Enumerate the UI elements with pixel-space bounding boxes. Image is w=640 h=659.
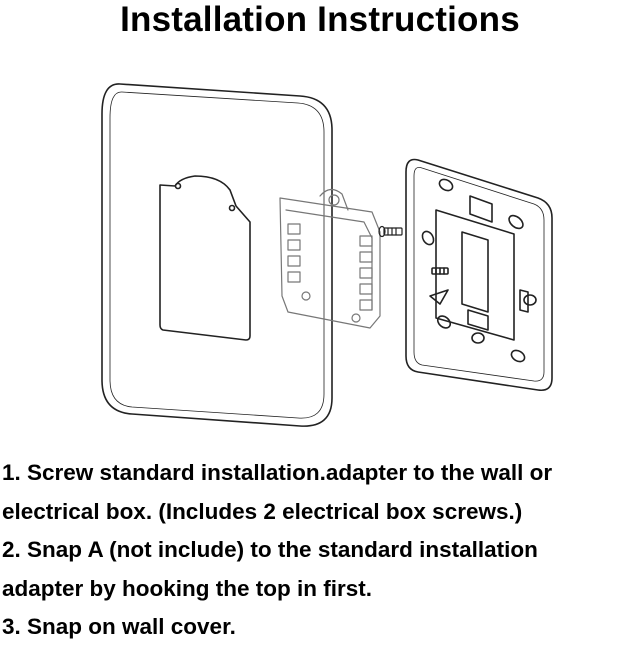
thermostat-module: [279, 188, 381, 329]
wall-cover: [101, 83, 333, 427]
installation-adapter: [405, 158, 553, 392]
step-line: 3. Snap on wall cover.: [2, 614, 236, 639]
step-line: 2. Snap A (not include) to the standard …: [2, 537, 538, 562]
terminal-block-left: [287, 223, 301, 283]
terminal-block-right: [359, 235, 373, 311]
page-title: Installation Instructions: [120, 0, 520, 39]
screw-icon: [378, 225, 403, 238]
instruction-steps: 1. Screw standard installation.adapter t…: [2, 454, 640, 647]
exploded-installation-diagram: [101, 83, 553, 427]
step-line: adapter by hooking the top in first.: [2, 575, 373, 601]
step-line: electrical box. (Includes 2 electrical b…: [2, 498, 523, 524]
step-line: 1. Screw standard installation.adapter t…: [2, 460, 553, 485]
